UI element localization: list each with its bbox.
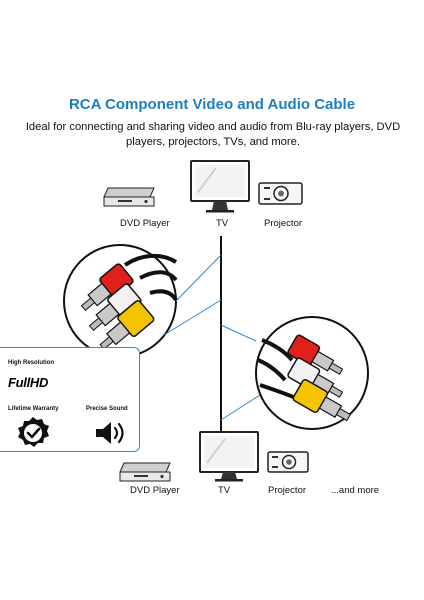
warranty-check-icon xyxy=(18,417,49,447)
tv-label-top: TV xyxy=(216,218,229,229)
dvd-player-label-bottom: DVD Player xyxy=(130,485,180,496)
dvd-player-icon-bottom xyxy=(119,462,171,482)
projector-label-top: Projector xyxy=(264,218,303,229)
precise-sound-title: Precise Sound xyxy=(86,406,128,412)
dvd-player-label-top: DVD Player xyxy=(120,218,170,229)
projector-icon-bottom xyxy=(267,451,309,473)
tv-icon-top xyxy=(190,160,250,213)
feature-panel: High Resolution FullHD Lifetime Warranty… xyxy=(0,347,140,452)
and-more-label: ...and more xyxy=(331,485,380,496)
lifetime-warranty-title: Lifetime Warranty xyxy=(8,406,59,412)
rca-plugs-circle-left xyxy=(63,244,222,358)
high-resolution-title: High Resolution xyxy=(8,360,54,366)
tv-icon-bottom xyxy=(199,431,259,482)
speaker-sound-icon xyxy=(96,422,124,444)
tv-label-bottom: TV xyxy=(218,485,231,496)
page-title: RCA Component Video and Audio Cable xyxy=(68,96,356,113)
dvd-player-icon-top xyxy=(103,187,155,207)
rca-plugs-circle-right xyxy=(220,316,369,430)
fullhd-badge: FullHD xyxy=(8,375,49,390)
projector-label-bottom: Projector xyxy=(268,485,307,496)
page-subtitle: Ideal for connecting and sharing video a… xyxy=(25,121,401,148)
projector-icon-top xyxy=(258,182,303,205)
